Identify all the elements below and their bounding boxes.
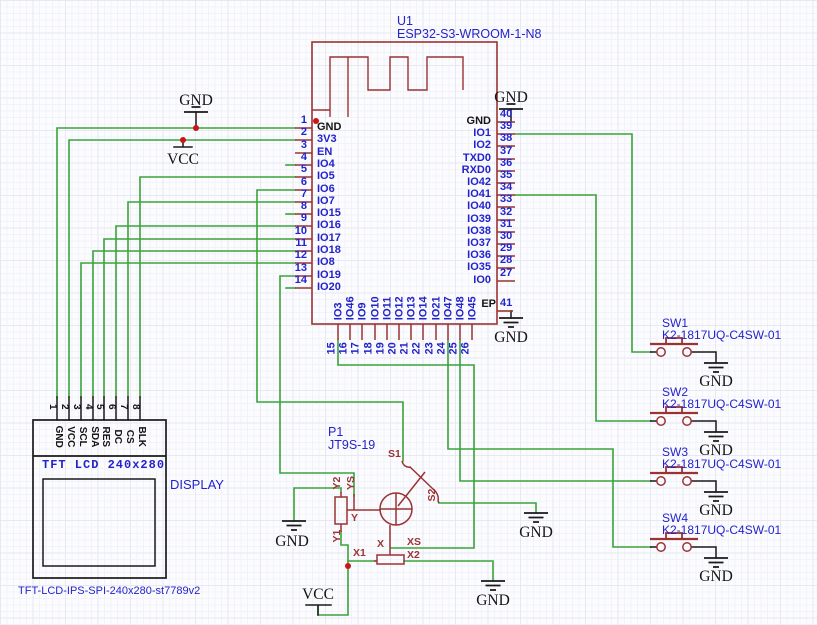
wire [447,339,652,548]
wire [68,139,296,398]
switch-sw3[interactable] [650,466,717,492]
gnd-symbol [184,106,208,113]
display-body [32,419,167,579]
wire [514,194,652,422]
junction-dot [193,125,199,131]
gnd-symbol [704,431,728,442]
switch-sw4[interactable] [650,532,717,558]
gnd-symbol [282,520,306,531]
gnd-symbol [704,491,728,502]
net-wires[interactable] [56,127,652,616]
wire [403,560,494,582]
switch-sw2[interactable] [650,406,717,432]
wire [317,530,349,616]
junction-dot [345,563,351,569]
joystick-graphic[interactable] [334,460,440,565]
wire [80,262,296,398]
gnd-symbol [481,580,505,591]
joystick-x-pot [376,554,405,565]
switch-sw1[interactable] [650,337,717,363]
wire [103,238,296,398]
wire [115,225,296,398]
wire [256,189,404,462]
esp32-body[interactable] [311,41,498,325]
wire [56,127,296,398]
gnd-symbol [704,557,728,568]
vcc-stem [305,604,332,616]
switch-graphics[interactable] [650,337,717,558]
joystick-s1-contact [401,460,440,504]
junction-dot [313,118,319,124]
gnd-symbol [524,512,548,523]
wire [514,133,652,353]
display-screen [42,478,156,567]
wire [127,201,296,398]
junction-dot [180,137,186,143]
wire [279,275,355,497]
wire [438,502,537,514]
display-graphic[interactable] [32,419,167,579]
pin-stubs[interactable] [295,121,515,340]
wire [293,487,342,522]
gnd-symbol [499,317,523,328]
power-symbols[interactable] [184,103,728,591]
gnd-symbol [499,103,523,110]
component-graphics[interactable] [311,41,513,565]
wire [92,250,296,398]
esp32-antenna [312,56,464,117]
joystick-y-pot [334,496,348,525]
gnd-symbol [704,362,728,373]
junction-dots [180,118,351,569]
wire [337,339,475,549]
black-wires[interactable] [56,108,512,616]
wire [459,339,652,482]
wire [139,176,296,398]
